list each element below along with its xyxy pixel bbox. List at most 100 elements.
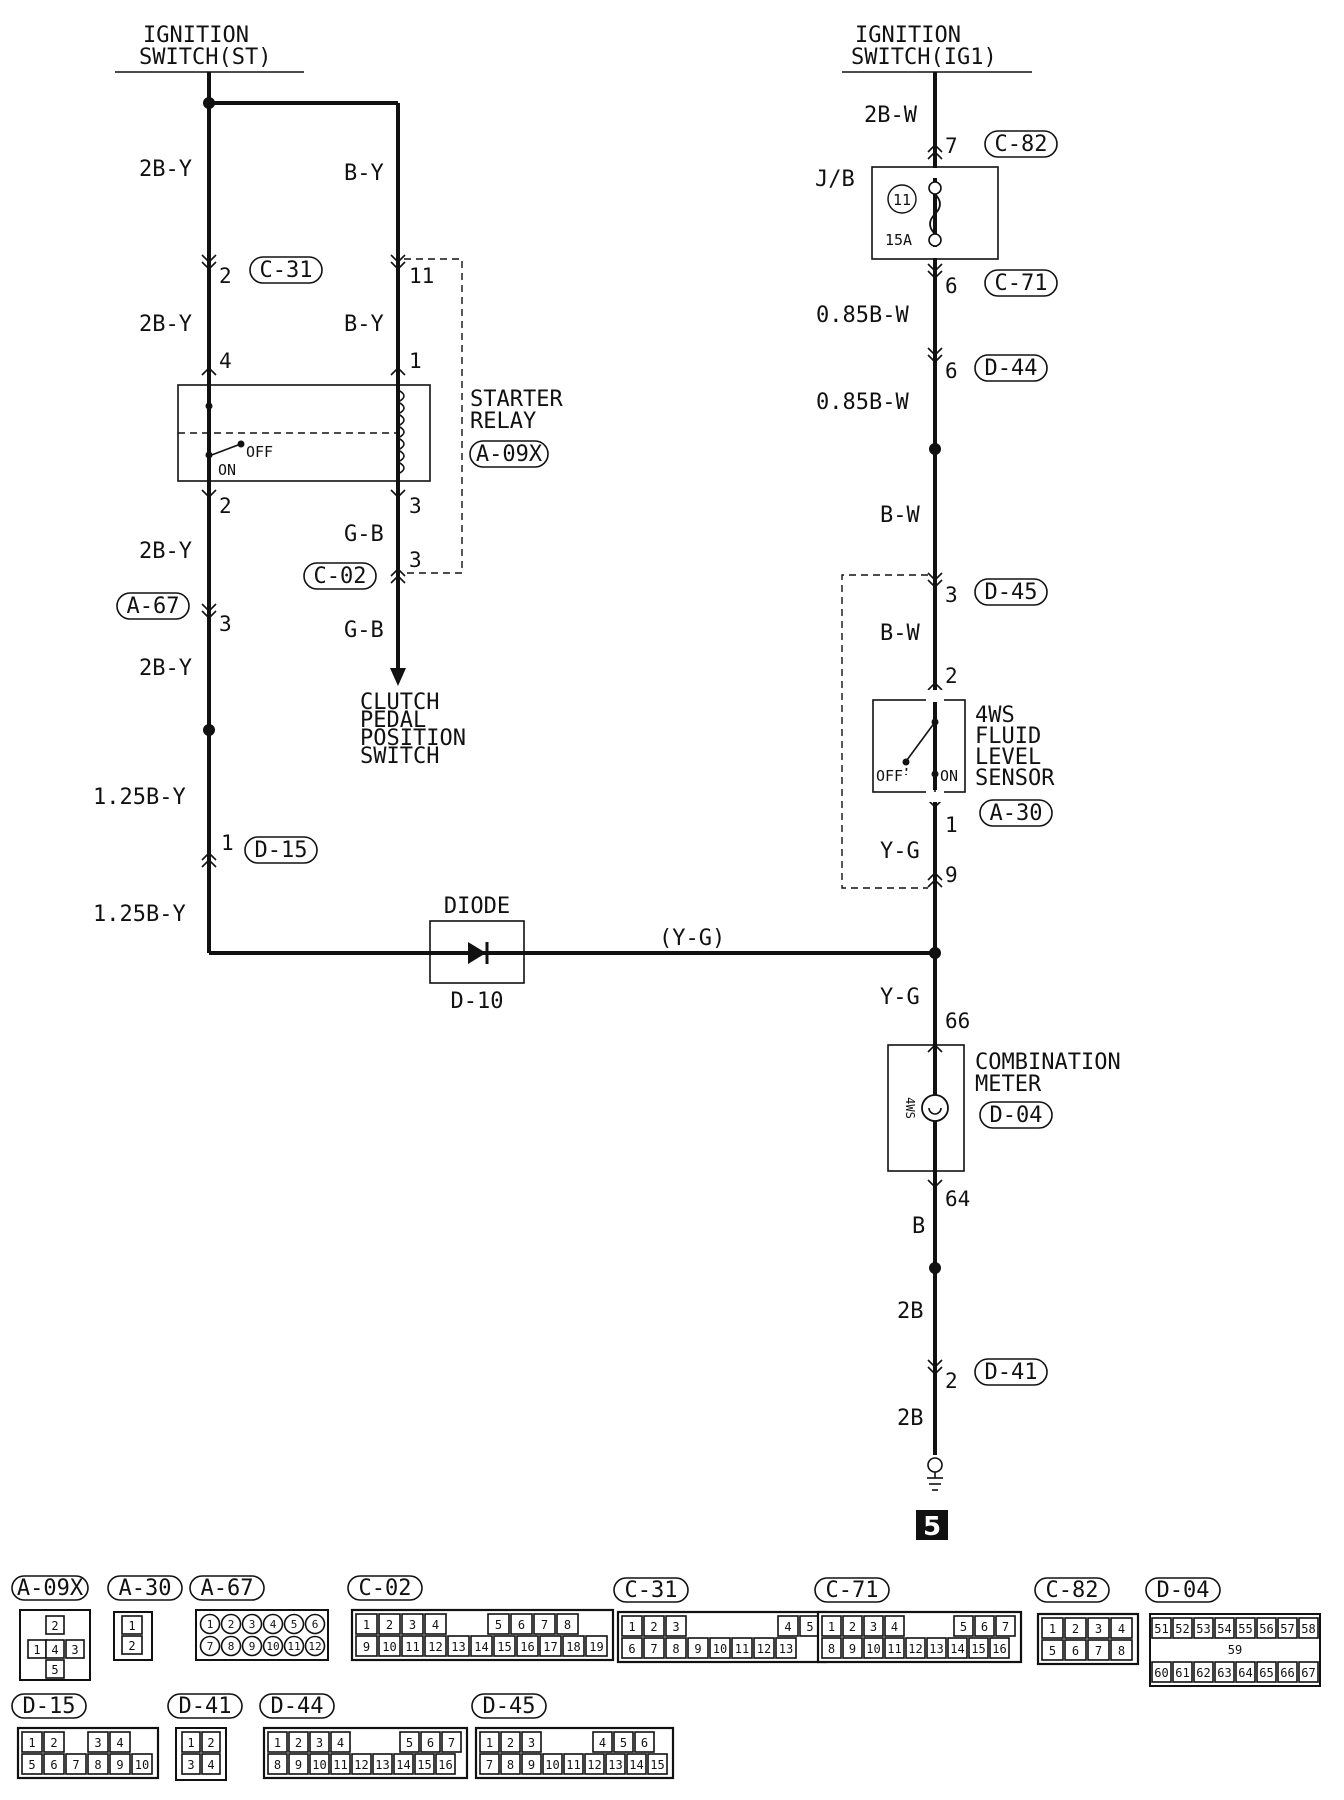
starter-relay: OFF ON — [177, 384, 431, 482]
connector-pin: 3 — [528, 1736, 535, 1750]
connector-pin: 14 — [474, 1640, 488, 1654]
junction-dot — [929, 443, 941, 455]
wire-label: 1.25B-Y — [93, 785, 186, 810]
svg-text:A-67: A-67 — [201, 1576, 254, 1601]
connector-pin: 7 — [541, 1618, 548, 1632]
connector-tag-c02: C-02 — [347, 1575, 423, 1601]
svg-text:A-30: A-30 — [990, 801, 1043, 826]
connector-pin: 63 — [1217, 1666, 1231, 1680]
connector-pin: 10 — [135, 1758, 149, 1772]
pin-number: 2 — [945, 664, 958, 688]
tag-d44: D-44 — [974, 354, 1048, 382]
connector-pin: 5 — [291, 1618, 298, 1631]
connector-pin: 2 — [386, 1618, 393, 1632]
connector-pin: 2 — [849, 1620, 856, 1634]
connector-pin: 13 — [375, 1758, 389, 1772]
connector-pin: 13 — [929, 1642, 943, 1656]
connector-pin: 10 — [866, 1642, 880, 1656]
connector-pin: 59 — [1228, 1643, 1242, 1657]
connector-tag-c31: C-31 — [613, 1577, 689, 1603]
connector-pin: 2 — [50, 1736, 57, 1750]
connector-tag-c82: C-82 — [1034, 1577, 1110, 1603]
clutch-switch-label: CLUTCH — [360, 690, 439, 715]
svg-text:D-45: D-45 — [985, 580, 1038, 605]
connector-pin: 58 — [1301, 1622, 1315, 1636]
connector-pin: 18 — [566, 1640, 580, 1654]
wire-label: 2B-Y — [139, 539, 192, 564]
connector-pin: 1 — [363, 1618, 370, 1632]
pin-number: 64 — [945, 1187, 970, 1211]
connector-pin: 51 — [1154, 1622, 1168, 1636]
connector-pin: 57 — [1280, 1622, 1294, 1636]
connector-pin: 8 — [828, 1642, 835, 1656]
fuse-number-circle — [887, 184, 917, 214]
connector-pin: 9 — [528, 1758, 535, 1772]
tag-d04: D-04 — [979, 1101, 1053, 1129]
connector-pin: 6 — [518, 1618, 525, 1632]
junction-dot — [929, 1262, 941, 1274]
connector-pin: 1 — [628, 1620, 635, 1634]
starter-relay-label: STARTER — [470, 387, 563, 412]
relay-on-label: ON — [218, 461, 236, 479]
connector-pin: 6 — [641, 1736, 648, 1750]
pin-number: 4 — [219, 349, 232, 373]
pin-number: 3 — [409, 548, 422, 572]
connector-pin: 3 — [1095, 1622, 1102, 1636]
connector-pin: 6 — [312, 1618, 319, 1631]
svg-text:D-41: D-41 — [179, 1694, 232, 1719]
tag-c82: C-82 — [984, 130, 1058, 158]
wire-label: B-W — [880, 503, 920, 528]
pin-number: 2 — [945, 1369, 958, 1393]
connector-pin: 13 — [779, 1642, 793, 1656]
connector-pin: 10 — [713, 1642, 727, 1656]
connector-pin: 62 — [1196, 1666, 1210, 1680]
connector-pin: 64 — [1238, 1666, 1252, 1680]
connector-pin: 16 — [438, 1758, 452, 1772]
connector-pin: 1 — [486, 1736, 493, 1750]
wire-label: B-Y — [344, 161, 384, 186]
connector-tag-d44: D-44 — [259, 1693, 335, 1719]
pin-number: 1 — [945, 813, 958, 837]
svg-text:A-09X: A-09X — [476, 442, 543, 467]
wire-label: 2B-Y — [139, 157, 192, 182]
connector-pin: 6 — [50, 1758, 57, 1772]
connector-pin: 61 — [1175, 1666, 1189, 1680]
connector-pin: 4 — [432, 1618, 439, 1632]
connector-pin: 1 — [128, 1619, 135, 1633]
clutch-switch-label: PEDAL — [360, 708, 426, 733]
connector-pin: 9 — [295, 1758, 302, 1772]
connector-pin: 12 — [308, 1640, 321, 1653]
junction-dot — [203, 97, 215, 109]
pin-number: 6 — [945, 359, 958, 383]
svg-text:D-15: D-15 — [23, 1694, 76, 1719]
ground-number-badge: 5 — [916, 1510, 948, 1542]
ignition-switch-st: IGNITION SWITCH(ST) — [115, 23, 304, 73]
connector-pin: 8 — [564, 1618, 571, 1632]
pin-number: 66 — [945, 1009, 970, 1033]
connector-pin: 7 — [1002, 1620, 1009, 1634]
connector-pin: 6 — [427, 1736, 434, 1750]
sensor-label: 4WS — [975, 703, 1015, 728]
connector-pin: 19 — [589, 1640, 603, 1654]
meter-label: COMBINATION — [975, 1050, 1121, 1075]
connector-pin: 15 — [417, 1758, 431, 1772]
svg-text:C-31: C-31 — [625, 1578, 678, 1603]
sensor-on-label: ON — [940, 767, 958, 785]
clutch-switch-label: POSITION — [360, 726, 466, 751]
svg-text:D-44: D-44 — [985, 356, 1038, 381]
starter-relay-label: RELAY — [470, 409, 536, 434]
tag-a09x: A-09X — [469, 440, 549, 468]
connector-pin: 14 — [396, 1758, 410, 1772]
connector-pin: 3 — [94, 1736, 101, 1750]
connector-pin: 3 — [672, 1620, 679, 1634]
connector-pin: 10 — [545, 1758, 559, 1772]
connector-pin: 12 — [587, 1758, 601, 1772]
connector-pin: 5 — [960, 1620, 967, 1634]
combination-meter: 4WS — [887, 1044, 965, 1172]
connector-pin: 66 — [1280, 1666, 1294, 1680]
connector-pin: 5 — [620, 1736, 627, 1750]
